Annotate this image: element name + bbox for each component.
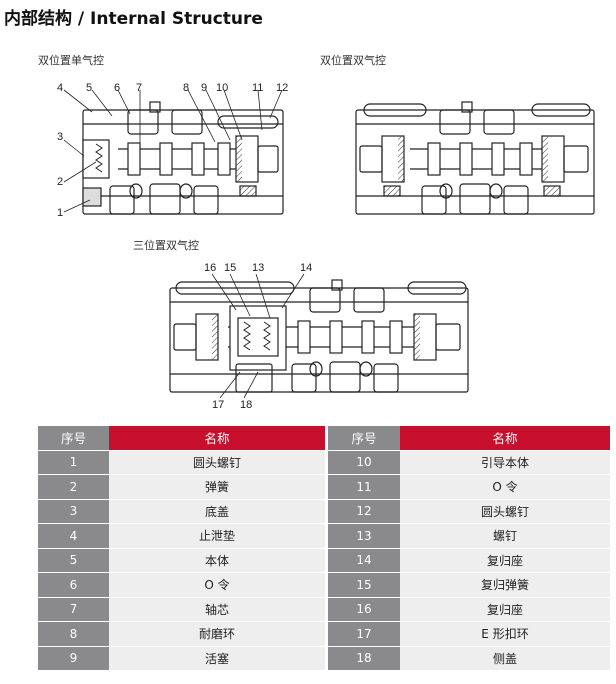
callout-8: 8 — [183, 82, 189, 94]
row-number: 16 — [328, 597, 400, 622]
row-number: 2 — [38, 475, 109, 500]
row-part-name: 圆头螺钉 — [400, 499, 610, 524]
callout-6: 6 — [114, 82, 120, 94]
row-number: 13 — [328, 524, 400, 549]
callout-15: 15 — [224, 262, 236, 274]
row-number: 3 — [38, 499, 109, 524]
callout-7: 7 — [136, 82, 142, 94]
table-row: 7 轴芯 16 复归座 — [38, 597, 610, 622]
row-part-name: E 形扣环 — [400, 622, 610, 647]
table-row: 4 止泄垫 13 螺钉 — [38, 524, 610, 549]
row-number: 5 — [38, 548, 109, 573]
single-pilot-valve-drawing — [63, 89, 284, 215]
row-part-name: 底盖 — [109, 499, 325, 524]
header-number-right: 序号 — [328, 426, 400, 451]
callout-5: 5 — [86, 82, 92, 94]
table-row: 8 耐磨环 17 E 形扣环 — [38, 622, 610, 647]
row-part-name: 本体 — [109, 548, 325, 573]
table-header-row: 序号 名称 序号 名称 — [38, 426, 610, 451]
row-part-name: 复归座 — [400, 597, 610, 622]
callout-17: 17 — [212, 399, 224, 411]
row-part-name: 引导本体 — [400, 450, 610, 475]
double-pilot-valve-drawing — [355, 101, 595, 215]
row-part-name: 弹簧 — [109, 475, 325, 500]
callout-12: 12 — [276, 82, 288, 94]
row-number: 4 — [38, 524, 109, 549]
row-number: 11 — [328, 475, 400, 500]
row-number: 1 — [38, 450, 109, 475]
page-title: 内部结构 / Internal Structure — [4, 9, 263, 29]
row-number: 17 — [328, 622, 400, 647]
row-part-name: O 令 — [109, 573, 325, 598]
row-number: 10 — [328, 450, 400, 475]
row-part-name: 侧盖 — [400, 646, 610, 671]
callout-14: 14 — [300, 262, 312, 274]
parts-table: 序号 名称 序号 名称 1 圆头螺钉 10 引导本体 2 弹簧 11 O 令 3… — [38, 426, 610, 671]
row-part-name: 复归弹簧 — [400, 573, 610, 598]
row-part-name: 复归座 — [400, 548, 610, 573]
header-name-right: 名称 — [400, 426, 610, 451]
table-row: 3 底盖 12 圆头螺钉 — [38, 499, 610, 524]
table-row: 5 本体 14 复归座 — [38, 548, 610, 573]
table-row: 9 活塞 18 侧盖 — [38, 646, 610, 671]
row-number: 12 — [328, 499, 400, 524]
callout-16: 16 — [204, 262, 216, 274]
table-row: 1 圆头螺钉 10 引导本体 — [38, 450, 610, 475]
header-number-left: 序号 — [38, 426, 109, 451]
header-name-left: 名称 — [109, 426, 325, 451]
row-number: 9 — [38, 646, 109, 671]
valve-drawings: 1 2 3 4 5 6 7 8 9 10 11 12 — [57, 82, 595, 411]
row-number: 14 — [328, 548, 400, 573]
callout-13: 13 — [252, 262, 264, 274]
caption-single-pilot: 双位置单气控 — [38, 54, 104, 67]
callout-4: 4 — [57, 82, 63, 94]
row-part-name: 耐磨环 — [109, 622, 325, 647]
table-row: 2 弹簧 11 O 令 — [38, 475, 610, 500]
callout-10: 10 — [216, 82, 228, 94]
three-position-callouts: 13 14 15 16 17 18 — [204, 262, 312, 411]
row-part-name: 轴芯 — [109, 597, 325, 622]
row-part-name: 螺钉 — [400, 524, 610, 549]
caption-three-position: 三位置双气控 — [133, 239, 199, 252]
caption-double-pilot: 双位置双气控 — [320, 54, 386, 67]
row-number: 18 — [328, 646, 400, 671]
table-row: 6 O 令 15 复归弹簧 — [38, 573, 610, 598]
row-part-name: O 令 — [400, 475, 610, 500]
row-number: 15 — [328, 573, 400, 598]
row-part-name: 止泄垫 — [109, 524, 325, 549]
single-pilot-callouts: 1 2 3 4 5 6 7 8 9 10 11 12 — [57, 82, 288, 219]
callout-3: 3 — [57, 131, 63, 143]
row-number: 7 — [38, 597, 109, 622]
row-part-name: 活塞 — [109, 646, 325, 671]
row-part-name: 圆头螺钉 — [109, 450, 325, 475]
three-position-valve-drawing — [169, 273, 469, 399]
callout-9: 9 — [201, 82, 207, 94]
callout-1: 1 — [57, 207, 63, 219]
callout-2: 2 — [57, 176, 63, 188]
row-number: 6 — [38, 573, 109, 598]
row-number: 8 — [38, 622, 109, 647]
callout-18: 18 — [240, 399, 252, 411]
callout-11: 11 — [252, 82, 263, 94]
